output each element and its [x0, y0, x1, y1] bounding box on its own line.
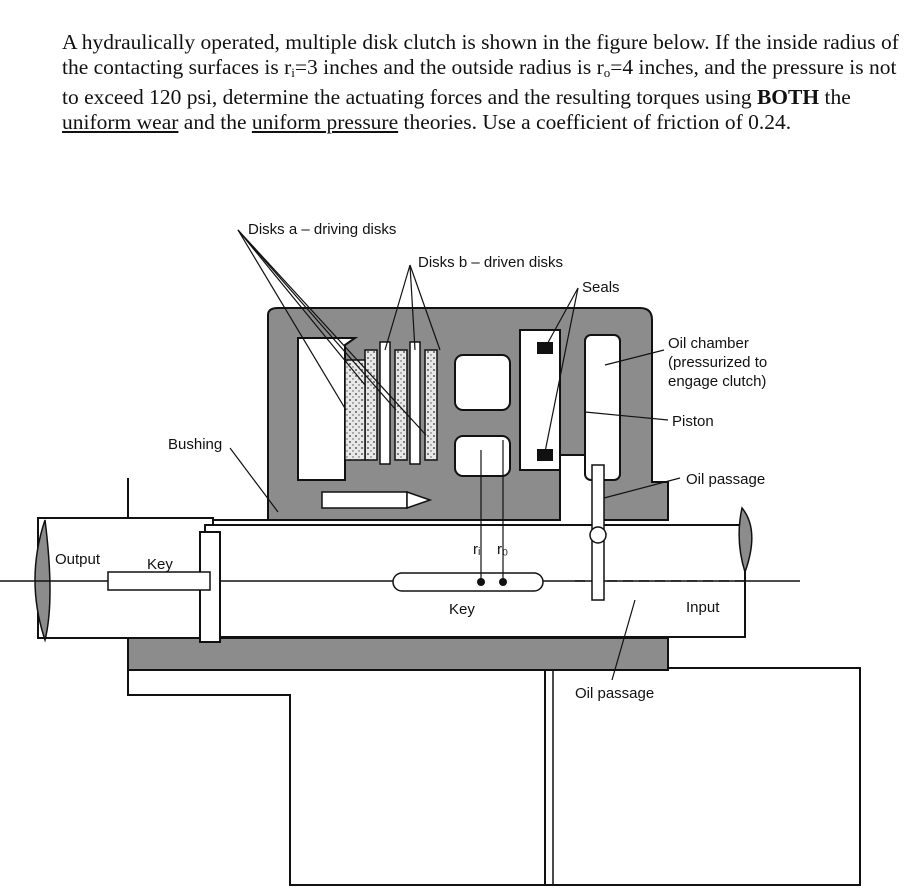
label-disks-a: Disks a – driving disks	[248, 221, 396, 238]
ri-subscript: i	[291, 65, 295, 80]
label-ro: r₀	[497, 541, 508, 558]
center-key	[392, 572, 544, 592]
leader-disks-a-3	[237, 229, 427, 436]
problem-statement: A hydraulically operated, multiple disk …	[62, 30, 902, 135]
label-oil-chamber-3: engage clutch)	[668, 373, 766, 390]
label-oil-passage-right: Oil passage	[686, 471, 765, 488]
leader-disks-a-2	[237, 229, 397, 411]
both-emphasis: BOTH	[756, 85, 820, 109]
disk-hub	[344, 359, 366, 461]
seal-bottom	[537, 449, 553, 461]
leader-disks-b-1	[384, 264, 411, 351]
housing-base	[127, 667, 861, 886]
disk-b-2	[409, 341, 421, 465]
label-oil-passage-bottom: Oil passage	[575, 685, 654, 702]
bolt-tip	[406, 490, 433, 510]
label-seals: Seals	[582, 279, 620, 296]
clutch-diagram: Disks a – driving disks Disks b – driven…	[0, 200, 913, 894]
leader-seals-2	[544, 287, 579, 453]
leader-piston	[584, 411, 669, 421]
disk-a-3	[424, 349, 438, 461]
the-text: the	[819, 85, 851, 109]
intro-text: A hydraulically operated, multiple disk …	[62, 30, 899, 79]
leader-disks-a-1	[237, 229, 366, 386]
label-output: Output	[55, 551, 101, 568]
output-shaft-end	[34, 519, 51, 643]
leader-seals-1	[544, 287, 579, 349]
leader-oil-passage-right	[603, 477, 681, 499]
uniform-pressure-term: uniform pressure	[251, 110, 399, 134]
bolt	[321, 491, 408, 509]
uniform-wear-term: uniform wear	[62, 110, 179, 134]
ri-value: =3 inches and the outside radius is r	[294, 55, 604, 79]
label-ri: rᵢ	[473, 541, 480, 558]
ro-subscript: o	[603, 65, 611, 80]
leader-oil-passage-bottom	[611, 599, 636, 681]
ro-value: =4 inches, and the pressure is not to ex…	[62, 55, 897, 109]
and-the-text: and the	[178, 110, 252, 134]
leader-disks-a-4	[237, 229, 347, 411]
oil-drill-top	[589, 526, 607, 544]
oil-chamber	[584, 334, 621, 481]
lower-cavity	[454, 435, 511, 477]
disk-a-2	[394, 349, 408, 461]
disk-b-1	[379, 341, 391, 465]
input-shaft-end	[738, 506, 753, 575]
label-input: Input	[686, 599, 720, 616]
leader-bushing	[229, 447, 279, 513]
upper-cavity	[454, 354, 511, 411]
label-key-center: Key	[449, 601, 475, 618]
leader-disks-b-2	[409, 264, 416, 351]
label-piston: Piston	[672, 413, 714, 430]
label-key-left: Key	[147, 556, 173, 573]
label-bushing: Bushing	[168, 436, 222, 453]
disk-a-1	[364, 349, 378, 461]
leader-disks-b-3	[409, 264, 441, 351]
label-disks-b: Disks b – driven disks	[418, 254, 563, 271]
ending-text: theories. Use a coefficient of friction …	[398, 110, 792, 134]
label-oil-chamber-2: (pressurized to	[668, 354, 767, 371]
leader-oil-chamber	[604, 349, 665, 366]
left-key	[107, 571, 211, 591]
label-oil-chamber-1: Oil chamber	[668, 335, 749, 352]
